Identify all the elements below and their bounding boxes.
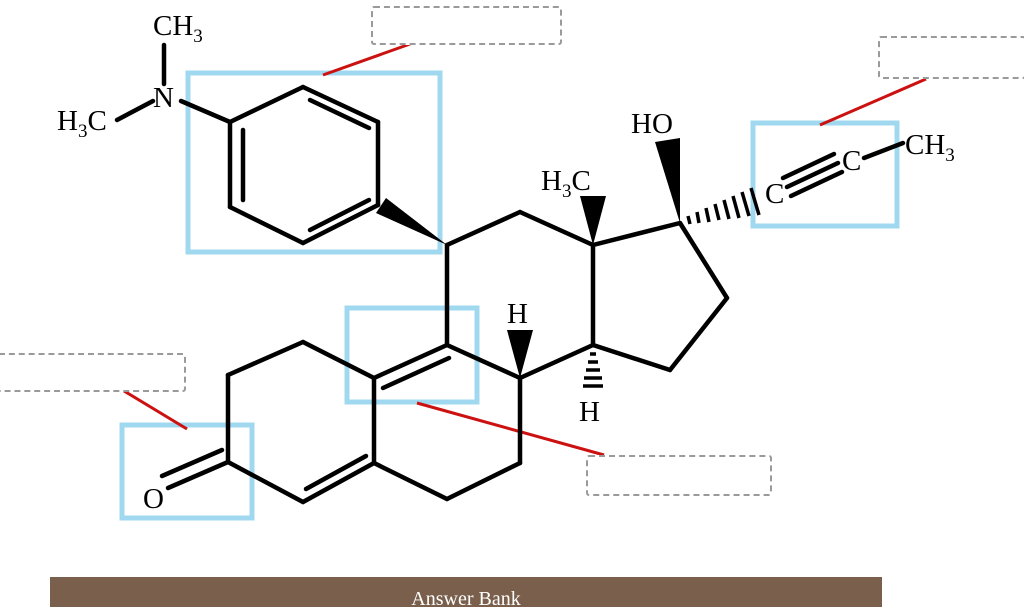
bond-c3-c4	[225, 459, 306, 505]
leader-line-ketone	[123, 389, 188, 431]
hash-c17-alkyne-3	[704, 207, 711, 223]
hash-c17-alkyne-6	[731, 195, 741, 219]
label-h-c8: H	[507, 298, 528, 330]
label-alkyne-c1: C	[765, 178, 784, 210]
bond-alkyne-triple-2	[780, 151, 837, 181]
bond-ring-a1	[227, 84, 306, 125]
label-alkyne-c2: C	[842, 145, 861, 177]
bond-ring-a4-inner	[307, 197, 372, 233]
label-hydroxyl: HO	[631, 108, 673, 140]
bond-c6-c7	[444, 460, 523, 502]
label-ch3-top: CH3	[153, 10, 203, 47]
answer-bank-header: Answer Bank	[50, 577, 882, 607]
bond-n-aryl	[178, 98, 233, 125]
highlight-ketone	[119, 422, 255, 521]
hash-c17-alkyne-1	[686, 215, 692, 225]
leader-line-alkyne	[819, 77, 927, 127]
bond-c12-c13	[517, 209, 596, 248]
bond-alkyne-triple-1	[784, 160, 841, 190]
bond-c4-c5-inner	[303, 453, 369, 492]
bond-c8-c9	[444, 342, 523, 381]
highlight-boxes	[119, 70, 900, 521]
wedge-c8-h	[507, 330, 533, 378]
highlight-aromatic-ring	[185, 70, 443, 255]
hash-c17-alkyne-2	[695, 211, 701, 224]
label-n: N	[153, 82, 174, 114]
bond-ring-a4	[300, 202, 381, 246]
highlight-alkene	[344, 305, 480, 405]
bond-c10-c1	[300, 339, 377, 381]
label-h3c-left: H3C	[57, 105, 107, 142]
bond-ring-a5	[227, 204, 306, 246]
bond-c15-c14	[590, 342, 673, 373]
atom-labels: N CH3 H3C O HO H3C H H C C CH3	[57, 10, 955, 515]
bond-alkyne-ch3	[861, 140, 906, 161]
leader-line-aromatic	[322, 42, 411, 77]
highlight-alkyne	[750, 120, 900, 229]
label-oxygen: O	[143, 483, 164, 515]
answer-bank-label: Answer Bank	[411, 588, 521, 607]
bond-c17-c16	[677, 220, 730, 301]
bonds	[114, 42, 906, 505]
drop-zone-ketone[interactable]	[0, 353, 186, 392]
label-h-c14: H	[579, 396, 600, 428]
bond-alkyne-triple-3	[788, 169, 845, 199]
wedge-c17-oh	[655, 138, 680, 223]
bond-ring-a2	[300, 84, 381, 125]
hash-c17-alkyne-5	[722, 199, 731, 220]
label-angular-methyl: H3C	[541, 165, 591, 202]
wedge-bonds	[376, 138, 680, 378]
drop-zone-alkene[interactable]	[586, 455, 772, 496]
bond-c14-c8	[517, 342, 596, 381]
leader-lines	[123, 42, 927, 457]
bond-c11-c12	[444, 209, 523, 248]
wedge-aryl-c11	[376, 198, 447, 245]
bond-c16-c15	[667, 295, 730, 373]
label-alkyne-ch3: CH3	[905, 129, 955, 166]
leader-line-alkene	[416, 401, 605, 457]
drop-zone-alkyne[interactable]	[878, 36, 1024, 79]
hashed-bonds	[583, 187, 761, 388]
hash-c17-alkyne-7	[740, 191, 751, 217]
bond-ring-a2-inner	[307, 97, 372, 131]
bond-n-ch3-left	[114, 98, 156, 123]
wedge-c13-methyl	[580, 196, 606, 245]
bond-c9-c10-inner	[380, 355, 452, 391]
hash-c17-alkyne-4	[713, 203, 721, 221]
hash-c17-alkyne-8	[749, 187, 761, 216]
drop-zone-aromatic-ring[interactable]	[371, 6, 562, 45]
bond-c13-c17	[590, 220, 683, 248]
bond-c5-c6	[371, 460, 450, 502]
bond-c3-o	[165, 459, 231, 491]
bond-c3-o-inner	[159, 447, 225, 479]
bond-c9-c10	[371, 342, 450, 381]
bond-c1-c2	[225, 339, 306, 378]
bond-c4-c5	[300, 460, 377, 505]
